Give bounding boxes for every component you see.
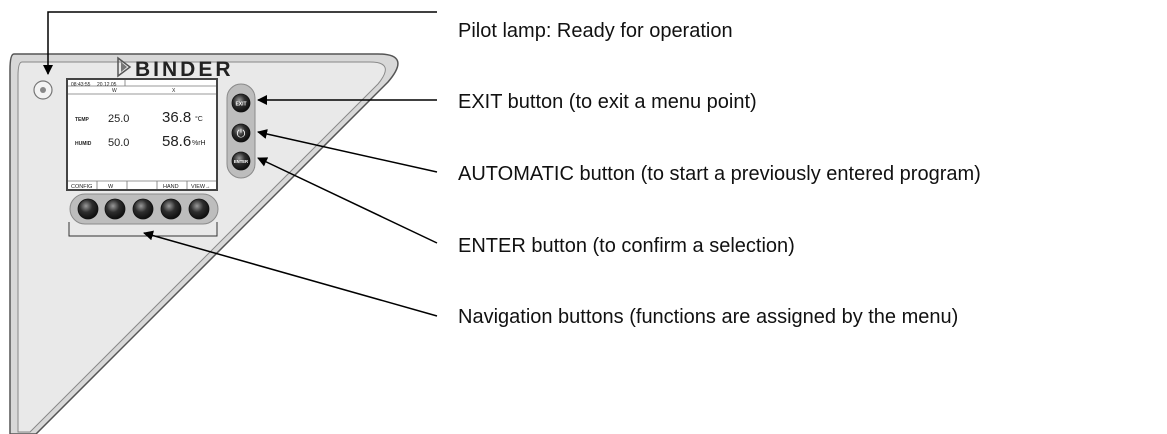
logo-triangle-icon [117, 56, 132, 78]
pilot-lamp-callout: Pilot lamp: Ready for operation [458, 20, 733, 42]
binder-logo: BINDER [117, 56, 234, 81]
enter-button[interactable]: ENTER [231, 151, 251, 171]
automatic-button-callout: AUTOMATIC button (to start a previously … [458, 163, 981, 185]
enter-button-callout: ENTER button (to confirm a selection) [458, 235, 795, 257]
navigation-bracket [68, 222, 218, 237]
softkey-label-5: VIEW→ [191, 184, 211, 190]
navigation-button-3[interactable] [132, 198, 154, 220]
temp-actual: 36.8 [162, 109, 191, 126]
humid-unit: %rH [192, 140, 206, 147]
enter-button-label: ENTER [234, 159, 248, 164]
controller-display: 08:43:55 20.12.05 W X TEMP 25.0 36.8 °C … [66, 78, 218, 191]
temp-setpoint: 25.0 [108, 113, 129, 125]
softkey-label-1: CONFIG [71, 184, 92, 190]
enter-leader [257, 157, 438, 244]
navigation-leader [143, 230, 438, 317]
navigation-button-2[interactable] [104, 198, 126, 220]
display-column-x: X [172, 88, 176, 94]
navigation-buttons-callout: Navigation buttons (functions are assign… [458, 306, 959, 328]
pilot-lamp [33, 80, 53, 100]
exit-button-callout: EXIT button (to exit a menu point) [458, 91, 757, 113]
exit-button-label: EXIT [235, 102, 246, 108]
navigation-button-1[interactable] [77, 198, 99, 220]
display-time: 08:43:55 [71, 82, 91, 88]
navigation-button-5[interactable] [188, 198, 210, 220]
temp-unit: °C [195, 115, 203, 123]
display-date: 20.12.05 [97, 82, 117, 88]
display-column-w: W [112, 88, 117, 94]
power-icon: ⏻ [237, 127, 246, 140]
softkey-label-2: W [108, 184, 114, 190]
humid-setpoint: 50.0 [108, 137, 129, 149]
softkey-label-4: HAND [163, 184, 179, 190]
humid-label: HUMID [75, 141, 92, 147]
pilot-lamp-leader [43, 11, 437, 75]
brand-name: BINDER [135, 58, 234, 81]
automatic-leader [257, 129, 438, 173]
exit-button[interactable]: EXIT [231, 93, 251, 113]
temp-label: TEMP [75, 117, 90, 123]
humid-actual: 58.6 [162, 133, 191, 150]
navigation-button-4[interactable] [160, 198, 182, 220]
automatic-button[interactable]: ⏻ [231, 123, 251, 143]
